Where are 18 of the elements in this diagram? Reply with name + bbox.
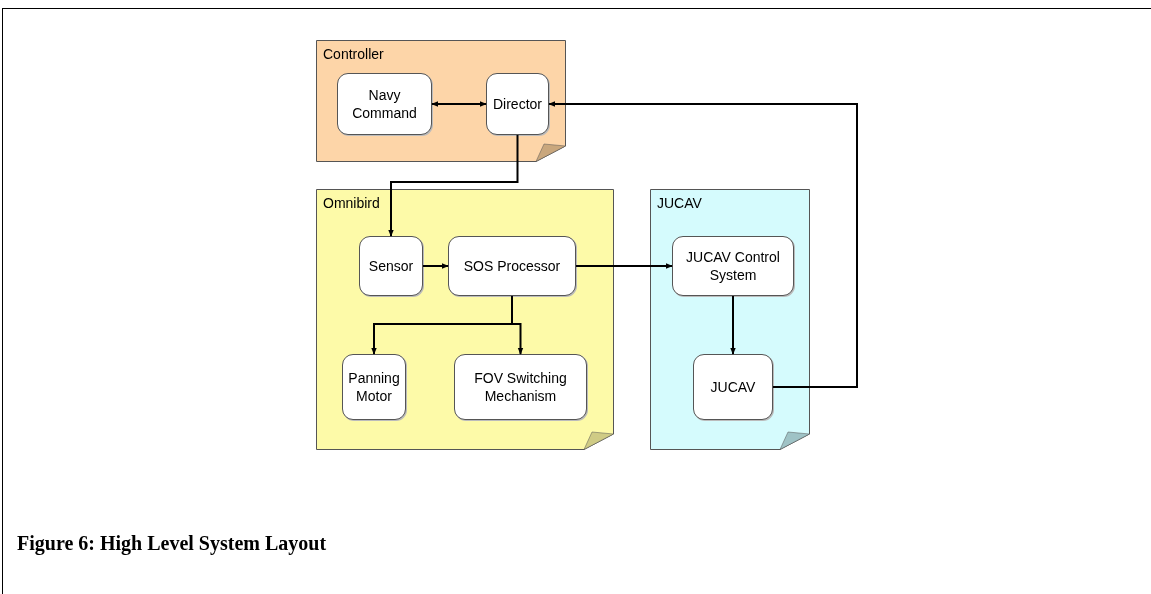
group-title: JUCAV bbox=[657, 195, 702, 211]
arrow bbox=[388, 134, 519, 237]
figure-caption: Figure 6: High Level System Layout bbox=[17, 532, 327, 555]
arrow bbox=[548, 101, 858, 388]
process-box: Director bbox=[486, 73, 549, 135]
process-box: Navy Command bbox=[337, 73, 432, 135]
group-title: Omnibird bbox=[323, 195, 380, 211]
process-box: Sensor bbox=[359, 236, 423, 296]
arrow bbox=[730, 295, 736, 355]
group-title: Controller bbox=[323, 46, 384, 62]
arrow bbox=[422, 263, 449, 269]
process-box: Panning Motor bbox=[342, 354, 406, 420]
arrow bbox=[431, 101, 487, 107]
process-box: JUCAV Control System bbox=[672, 236, 794, 296]
arrow bbox=[575, 263, 673, 269]
process-box: FOV Switching Mechanism bbox=[454, 354, 587, 420]
process-box: SOS Processor bbox=[448, 236, 576, 296]
process-box: JUCAV bbox=[693, 354, 773, 420]
